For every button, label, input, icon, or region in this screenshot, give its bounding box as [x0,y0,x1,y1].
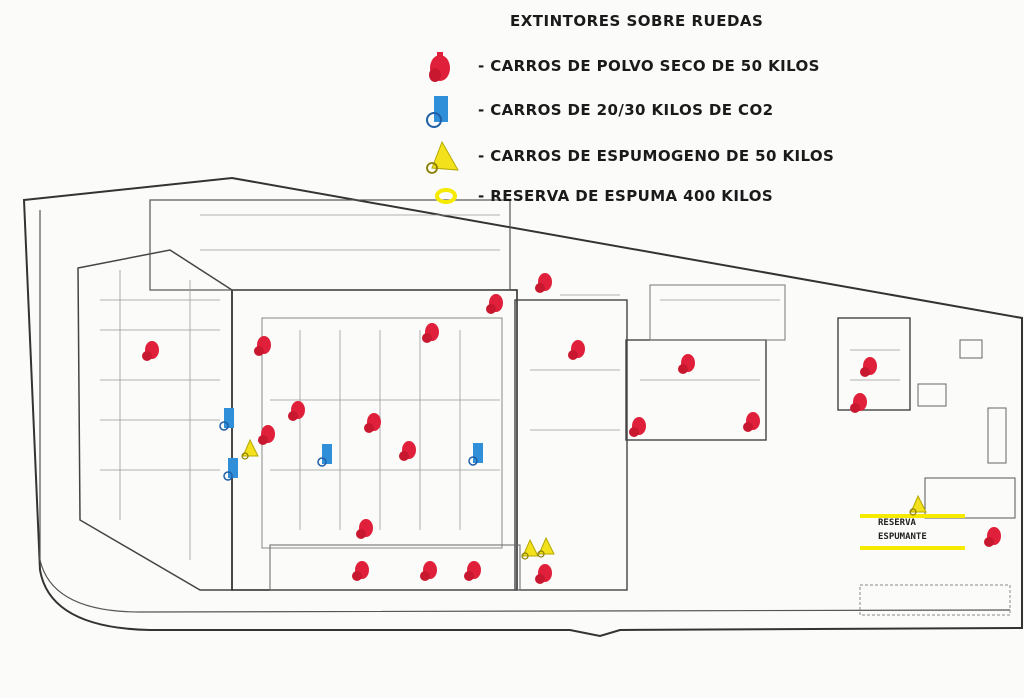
building-far-east [837,317,911,411]
dry-powder-cart-marker [535,273,552,293]
legend-label-co2: - CARROS DE 20/30 KILOS DE CO2 [478,101,774,119]
site-boundary [22,176,1023,638]
dry-powder-cart-marker [850,393,867,413]
inner-road [39,210,1011,613]
dry-powder-cart-marker [364,413,381,433]
dry-powder-cart-marker [535,564,552,584]
south-strip [269,544,521,591]
dry-powder-cart-marker [984,527,1001,547]
dry-powder-cart-marker [356,519,373,539]
co2-cart-marker [317,444,332,467]
dry-powder-cart-marker [399,441,416,461]
legend-label-foam-reserve: - RESERVA DE ESPUMA 400 KILOS [478,187,774,205]
building-north [149,199,511,291]
dry-powder-cart-marker [352,561,369,581]
yellow-ring-icon [420,178,460,214]
legend-label-foam: - CARROS DE ESPUMOGENO DE 50 KILOS [478,147,835,165]
dry-powder-cart-marker [743,412,760,432]
interior-detail [100,214,900,560]
dry-powder-cart-marker [142,341,159,361]
dry-powder-cart-markers [142,273,1001,584]
dry-powder-cart-marker [486,294,503,314]
legend-item-foam-reserve: - RESERVA DE ESPUMA 400 KILOS [420,178,773,214]
building-small-1 [917,383,947,407]
building-small-3 [987,407,1007,464]
co2-cart-marker [468,443,483,466]
yellow-foam-cart-icon [420,138,460,174]
dry-powder-cart-marker [629,417,646,437]
co2-cart-marker [223,458,238,481]
legend-label-dry-powder: - CARROS DE POLVO SECO DE 50 KILOS [478,57,820,75]
co2-cart-marker [219,408,234,431]
red-extinguisher-icon [420,48,460,84]
foam-reserve-highlight [860,514,965,550]
dry-powder-cart-marker [258,425,275,445]
south-parking [859,584,1011,616]
legend-item-co2: - CARROS DE 20/30 KILOS DE CO2 [420,92,773,128]
foam-cart-markers [241,438,927,560]
blue-co2-cart-icon [420,92,460,128]
building-northeast [649,284,786,341]
foam-reserve-area [924,477,1016,519]
dry-powder-cart-marker [422,323,439,343]
co2-cart-markers [219,408,483,481]
map-title: EXTINTORES SOBRE RUEDAS [510,12,764,30]
reserve-label-line2: ESPUMANTE [878,532,927,542]
legend-item-dry-powder: - CARROS DE POLVO SECO DE 50 KILOS [420,48,820,84]
dry-powder-cart-marker [288,401,305,421]
foam-cart-marker [241,438,259,460]
foam-cart-marker [909,494,927,516]
legend-item-foam: - CARROS DE ESPUMOGENO DE 50 KILOS [420,138,834,174]
foam-cart-marker [537,536,555,558]
dry-powder-cart-marker [420,561,437,581]
dry-powder-cart-marker [678,354,695,374]
dry-powder-cart-marker [254,336,271,356]
dry-powder-cart-marker [568,340,585,360]
dry-powder-cart-marker [860,357,877,377]
building-small-2 [959,339,983,359]
foam-cart-marker [521,538,539,560]
dry-powder-cart-marker [464,561,481,581]
building-central-inner [261,317,503,549]
reserve-label-line1: RESERVA [878,518,916,528]
building-east [514,299,628,591]
